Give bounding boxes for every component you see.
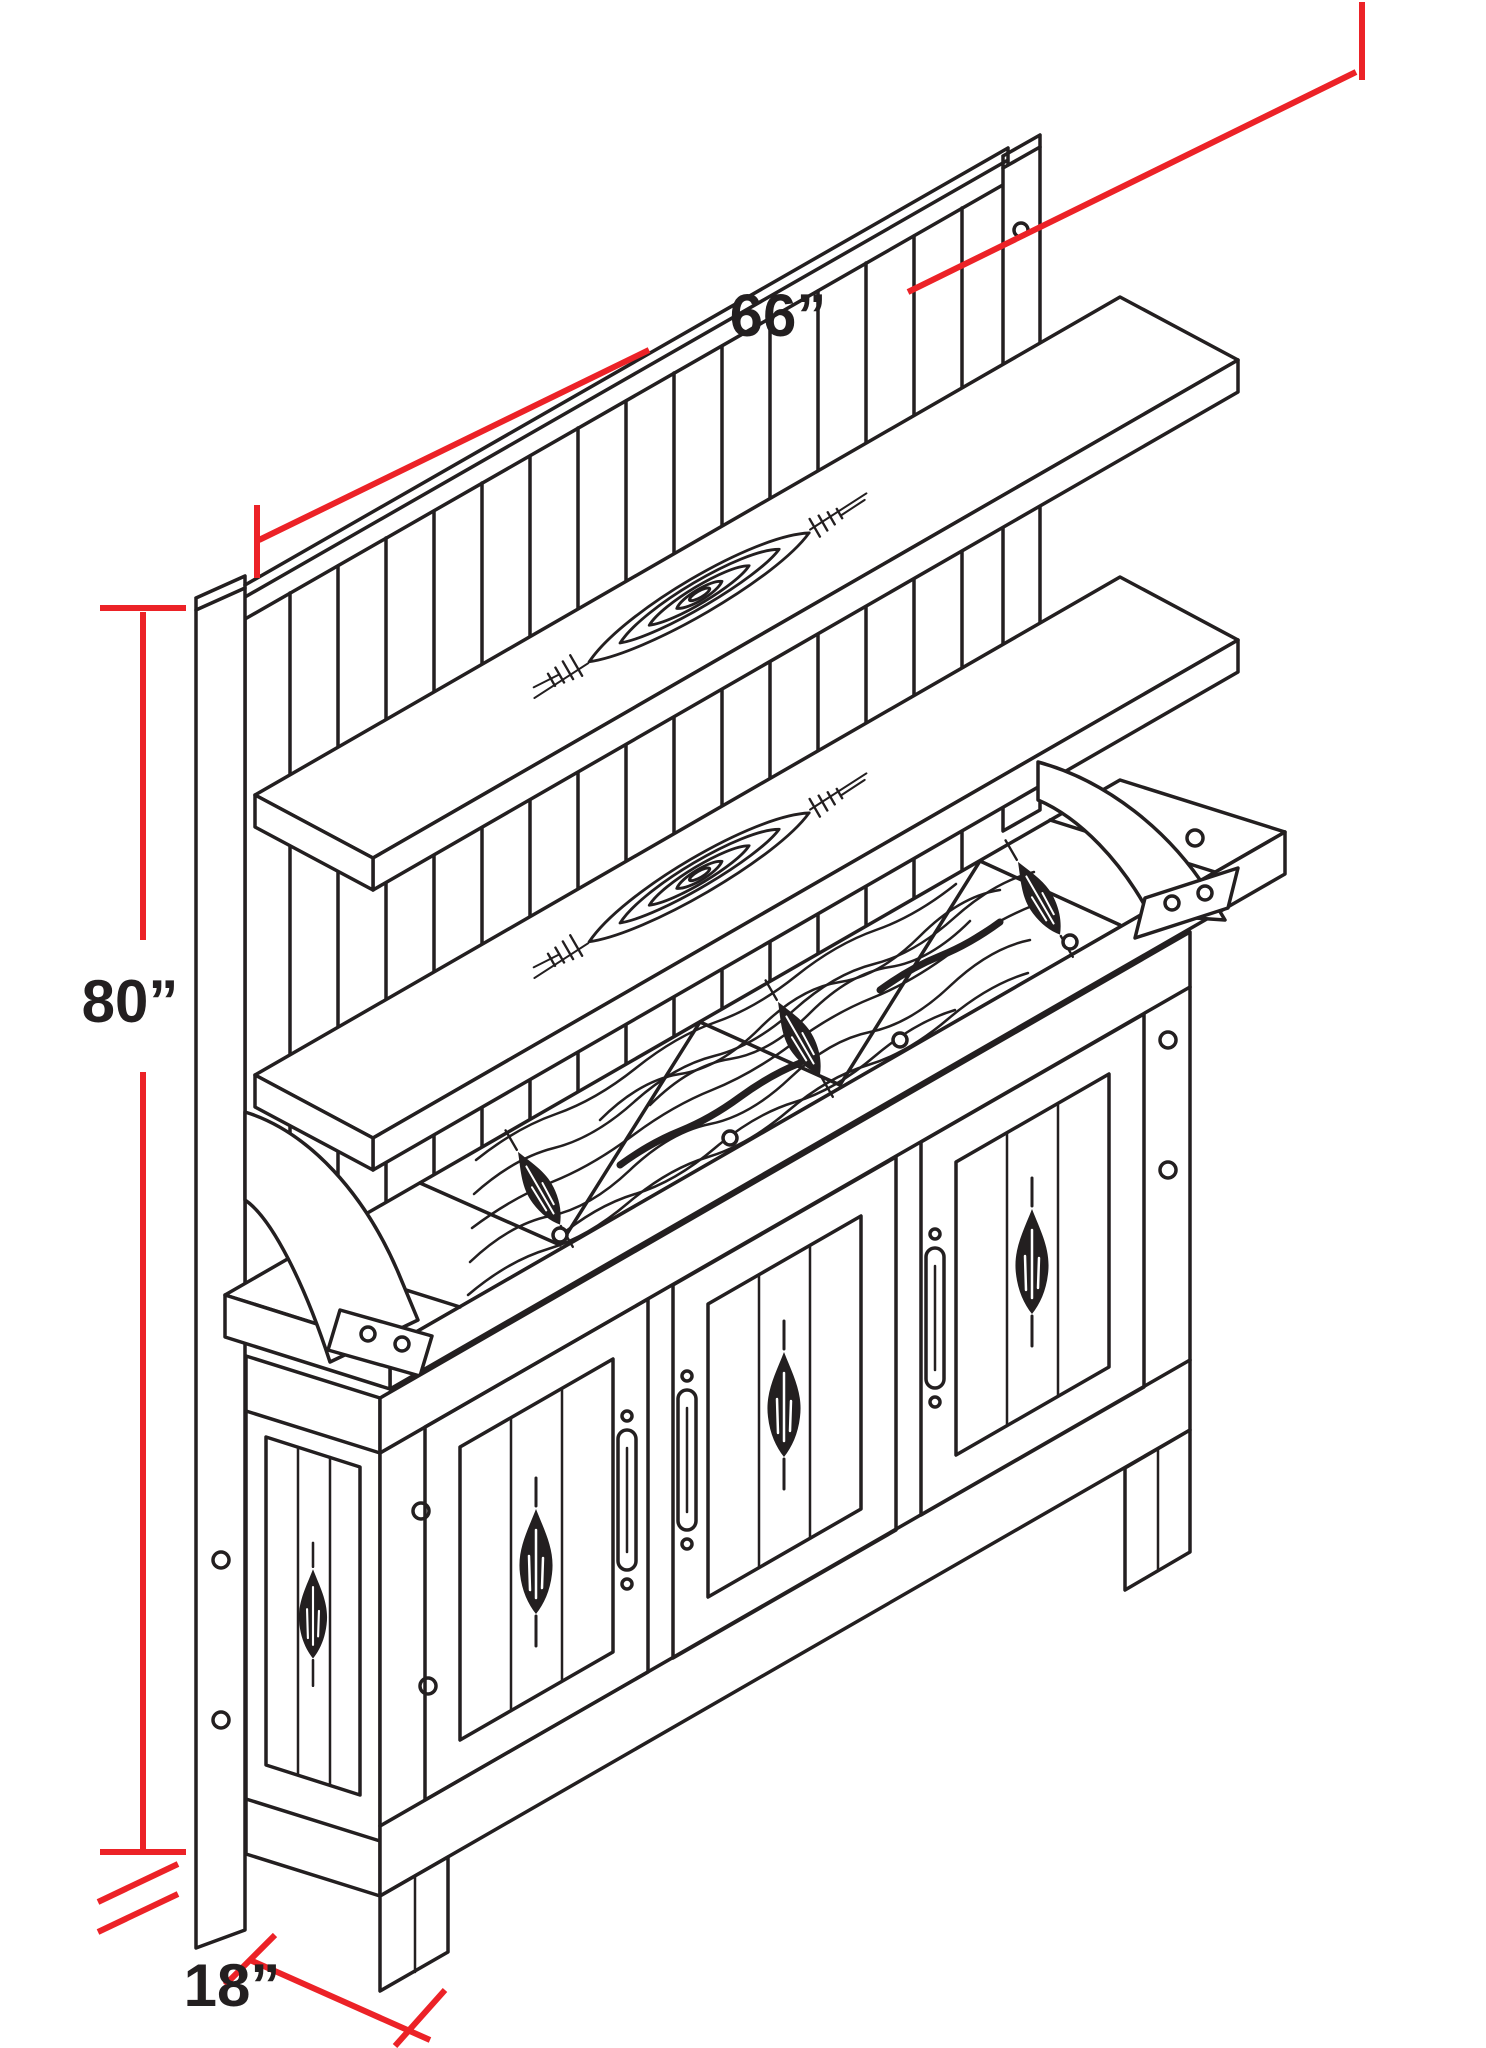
top-grain-seam (418, 859, 1122, 1247)
dimension-depth (222, 1932, 448, 2048)
door-center (671, 1155, 898, 1660)
right-bracket (1036, 760, 1240, 940)
back-panel-cap (243, 146, 1010, 621)
dimension-height-label: 80” (82, 968, 179, 1035)
door-handle (616, 1409, 638, 1591)
dimension-width (254, 2, 1365, 578)
door-handle (676, 1369, 698, 1551)
legs (378, 1428, 1192, 1993)
dimension-height (96, 605, 186, 1935)
left-bracket (243, 1110, 434, 1378)
door-left (423, 1297, 650, 1802)
dimension-width-label: 66” (730, 282, 827, 349)
left-back-post (194, 574, 247, 1950)
cabinet-side-panel (244, 1354, 382, 1898)
door-right (919, 1012, 1146, 1517)
cabinet-front (378, 930, 1192, 1898)
upper-shelf (253, 295, 1240, 892)
middle-shelf (253, 575, 1240, 1172)
dimension-depth-label: 18” (184, 1952, 281, 2019)
buffet-top (223, 778, 1287, 1391)
door-handle (924, 1227, 946, 1409)
